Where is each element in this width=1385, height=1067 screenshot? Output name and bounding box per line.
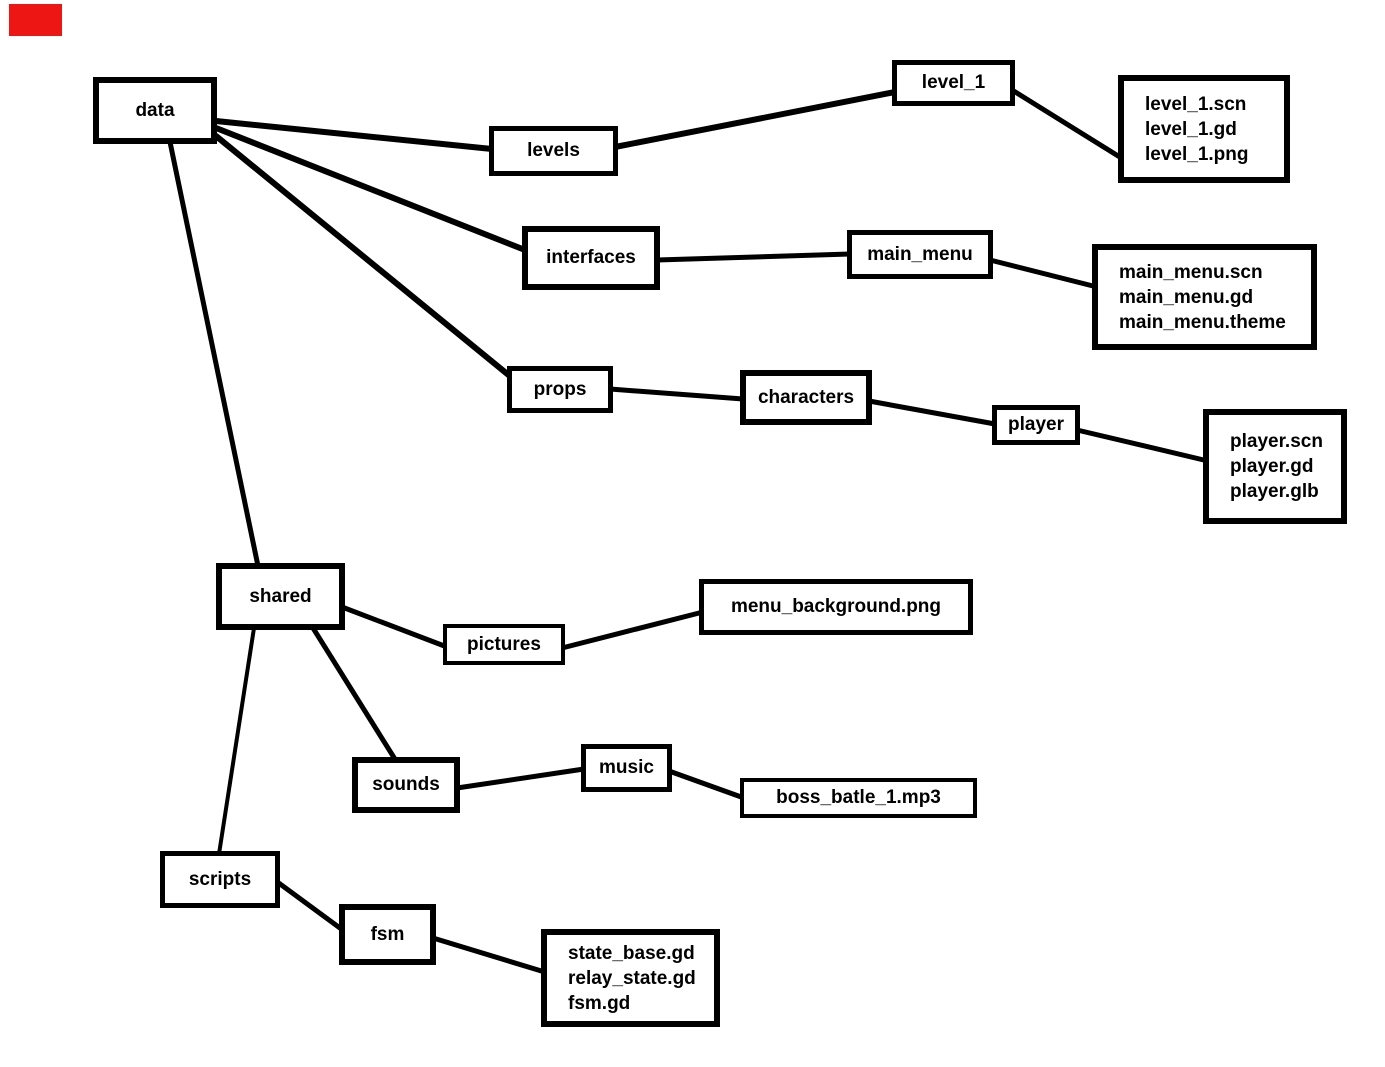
edge-levels-level_1	[612, 89, 898, 150]
node-label-sounds: sounds	[372, 774, 440, 795]
edge-data-props	[213, 133, 514, 380]
edge-music-boss_music	[666, 768, 747, 801]
node-player_files: player.scn player.gd player.glb	[1203, 409, 1347, 524]
file-label-player_files-2: player.glb	[1230, 481, 1319, 502]
node-label-menu_background: menu_background.png	[730, 596, 942, 617]
file-label-level_1_files-1: level_1.gd	[1145, 118, 1237, 140]
node-label-levels: levels	[527, 140, 580, 161]
node-fsm_files: state_base.gd relay_state.gd fsm.gd	[541, 929, 720, 1027]
edge-interfaces-main_menu	[654, 251, 853, 263]
node-shared: shared	[216, 563, 345, 630]
node-label-scripts: scripts	[188, 868, 252, 890]
file-label-player_files-1: player.gd	[1230, 456, 1314, 477]
node-fsm: fsm	[339, 904, 436, 965]
node-label-music: music	[599, 757, 654, 778]
edge-main_menu-main_menu_files	[987, 257, 1100, 290]
edge-data-levels	[213, 118, 495, 152]
node-label-interfaces: interfaces	[546, 247, 636, 268]
node-label-pictures: pictures	[467, 633, 541, 655]
node-label-boss_music: boss_batle_1.mp3	[776, 787, 941, 808]
node-label-characters: characters	[757, 386, 855, 408]
red-paint-marker	[9, 4, 62, 36]
edge-level_1-level_1_files	[1009, 87, 1126, 162]
file-label-fsm_files-0: state_base.gd	[568, 942, 695, 964]
edge-data-interfaces	[213, 125, 528, 253]
node-label-data: data	[135, 99, 175, 121]
node-characters: characters	[740, 370, 872, 425]
edge-shared-pictures	[339, 604, 450, 650]
edge-shared-sounds	[310, 625, 401, 767]
file-label-main_menu_files-0: main_menu.scn	[1119, 261, 1263, 283]
edge-characters-player	[866, 398, 998, 427]
edge-scripts-fsm	[273, 878, 347, 934]
node-levels: levels	[489, 126, 618, 176]
node-boss_music: boss_batle_1.mp3	[740, 778, 977, 818]
node-scripts: scripts	[160, 851, 280, 908]
node-music: music	[581, 744, 672, 792]
node-label-main_menu: main_menu	[867, 243, 973, 265]
file-label-player_files-0: player.scn	[1230, 431, 1323, 452]
node-interfaces: interfaces	[522, 226, 660, 290]
file-label-main_menu_files-2: main_menu.theme	[1119, 311, 1286, 333]
node-menu_background: menu_background.png	[699, 579, 973, 635]
node-level_1_files: level_1.scn level_1.gd level_1.png	[1118, 75, 1290, 183]
node-label-level_1: level_1	[921, 72, 986, 93]
edge-data-shared	[167, 139, 261, 569]
file-label-fsm_files-1: relay_state.gd	[568, 967, 696, 989]
node-label-player: player	[1008, 414, 1064, 435]
file-label-level_1_files-2: level_1.png	[1145, 143, 1249, 165]
node-label-fsm: fsm	[370, 923, 405, 945]
node-main_menu_files: main_menu.scn main_menu.gd main_menu.theme	[1092, 244, 1317, 350]
file-label-main_menu_files-1: main_menu.gd	[1119, 286, 1254, 308]
node-data: data	[93, 77, 217, 144]
file-label-fsm_files-2: fsm.gd	[568, 992, 631, 1014]
node-level_1: level_1	[892, 60, 1015, 106]
file-label-level_1_files-0: level_1.scn	[1145, 93, 1247, 115]
edge-props-characters	[607, 386, 746, 402]
node-props: props	[507, 366, 613, 413]
node-main_menu: main_menu	[847, 230, 993, 279]
edge-pictures-menu_background	[559, 609, 706, 651]
node-player: player	[992, 405, 1080, 445]
node-pictures: pictures	[443, 624, 565, 665]
edge-fsm-fsm_files	[430, 935, 551, 976]
edge-player-player_files	[1074, 427, 1211, 464]
node-sounds: sounds	[352, 757, 460, 813]
edge-shared-scripts	[217, 626, 256, 856]
node-label-shared: shared	[249, 585, 312, 607]
edge-sounds-music	[454, 766, 587, 791]
node-label-props: props	[533, 378, 587, 400]
